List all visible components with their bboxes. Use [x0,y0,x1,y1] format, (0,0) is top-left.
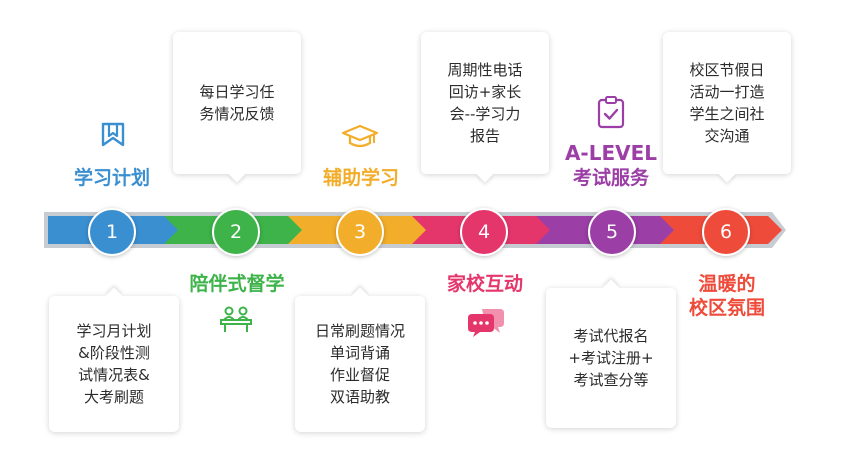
card-line: 双语助教 [329,388,390,406]
card-line: 交沟通 [704,127,750,145]
step-4-node: 4 [460,208,508,256]
card-line: 作业督促 [329,366,390,384]
step-5-label-line: A-LEVEL [564,141,658,165]
step-3-node: 3 [336,208,384,256]
chat-bubbles-icon [466,306,506,342]
step-6-card: 校区节假日 活动一打造 学生之间社 交沟通 [663,32,791,183]
card-line: 考试代报名 [573,327,649,345]
card-line: 大考刷题 [83,388,144,406]
card-line: 周期性电话 [447,61,523,79]
card-line: 单词背诵 [329,344,390,362]
card-line: 学习月计划 [76,322,152,340]
clipboard-check-icon [596,95,626,133]
step-6-label-line: 校区氛围 [688,297,765,319]
step-3-card: 日常刷题情况 单词背诵 作业督促 双语助教 [295,287,425,432]
step-6-label: 温暖的 校区氛围 [667,272,787,320]
step-2-label: 陪伴式督学 [189,273,285,295]
card-line: 学生之间社 [689,105,765,123]
graduation-cap-icon [341,124,379,154]
step-5-node: 5 [588,208,636,256]
card-line: 报告 [469,127,500,145]
step-5-label: A-LEVEL 考试服务 [551,140,671,190]
card-line: +考试注册+ [568,349,654,367]
step-4-label: 家校互动 [446,273,523,295]
step-5-card: 考试代报名 +考试注册+ 考试查分等 [546,279,676,428]
card-line: 考试查分等 [573,371,649,389]
step-1-label: 学习计划 [73,167,150,189]
step-1-node: 1 [88,208,136,256]
step-5-label-line: 考试服务 [572,167,649,189]
card-line: 校区节假日 [689,61,765,79]
card-line: &阶段性测 [78,344,150,362]
card-line: 日常刷题情况 [314,322,405,340]
step-6-node: 6 [702,208,750,256]
step-4-card: 周期性电话 回访+家长 会--学习力 报告 [421,32,549,183]
step-2-node: 2 [212,208,260,256]
card-line: 会--学习力 [449,105,521,123]
step-1-card: 学习月计划 &阶段性测 试情况表& 大考刷题 [49,287,179,432]
card-line: 回访+家长 [448,83,522,101]
card-line: 试情况表& [78,366,150,384]
bookmark-icon [100,121,126,153]
card-line: 务情况反馈 [199,105,275,123]
step-2-card: 每日学习任 务情况反馈 [173,32,301,183]
step-6-label-line: 温暖的 [698,273,756,295]
step-3-label: 辅助学习 [322,167,399,189]
card-line: 每日学习任 [199,83,275,101]
students-desk-icon [219,305,253,337]
card-line: 活动一打造 [689,83,765,101]
